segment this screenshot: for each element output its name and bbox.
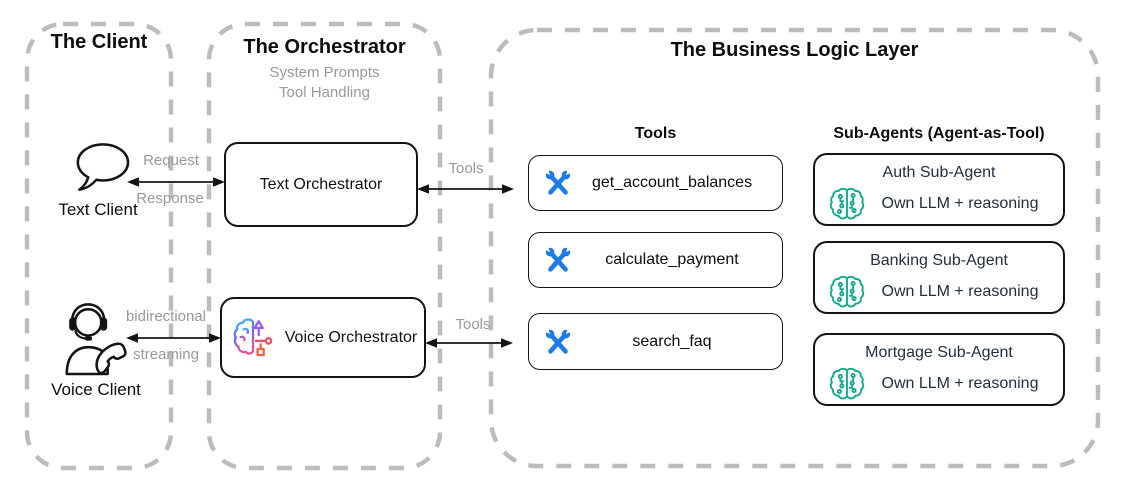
tool-label: get_account_balances (591, 174, 753, 191)
brain-circuit-icon (829, 367, 865, 401)
subagent-title: Auth Sub-Agent (882, 164, 996, 181)
orchestrator-subtitle-line2: Tool Handling (279, 84, 370, 101)
orchestrator-panel-border (206, 21, 443, 471)
tools-bottom-label: Tools (455, 316, 491, 333)
text-orchestrator-label: Text Orchestrator (259, 175, 383, 193)
request-label: Request (143, 152, 199, 169)
tool-box-calculate-payment: calculate_payment (528, 232, 783, 288)
voice-orchestrator-label: Voice Orchestrator (284, 328, 418, 346)
business-panel-title: The Business Logic Layer (670, 39, 919, 61)
subagent-subtitle: Own LLM + reasoning (881, 282, 1039, 300)
client-panel-border (24, 21, 174, 471)
tools-arrow-top (417, 184, 514, 194)
bidirectional-label: bidirectional (125, 308, 207, 325)
text-client-label: Text Client (58, 200, 138, 219)
tool-box-search-faq: search_faq (528, 313, 783, 370)
speech-bubble-icon (70, 140, 132, 196)
orchestrator-panel-title: The Orchestrator (243, 36, 406, 58)
bidirectional-streaming-arrow (126, 333, 221, 343)
tool-box-get-account-balances: get_account_balances (528, 155, 783, 211)
subagent-title: Banking Sub-Agent (870, 252, 1008, 269)
response-label: Response (136, 190, 204, 207)
subagent-subtitle: Own LLM + reasoning (881, 374, 1039, 392)
client-panel-title: The Client (50, 31, 148, 53)
ai-brain-circuit-gradient-icon (231, 316, 275, 360)
orchestrator-subtitle-line1: System Prompts (269, 64, 380, 81)
subagents-column-heading: Sub-Agents (Agent-as-Tool) (833, 125, 1045, 142)
headset-person-phone-icon (58, 296, 132, 376)
crossed-tools-icon (544, 168, 572, 198)
crossed-tools-icon (544, 326, 572, 357)
subagent-box-auth: Auth Sub-Agent Own LLM + reasoning (813, 153, 1065, 226)
subagent-subtitle: Own LLM + reasoning (881, 194, 1039, 212)
tools-column-heading: Tools (634, 125, 677, 142)
voice-orchestrator-box: Voice Orchestrator (220, 297, 426, 378)
tool-label: calculate_payment (605, 251, 739, 268)
text-orchestrator-box: Text Orchestrator (224, 142, 418, 227)
tools-top-label: Tools (448, 160, 484, 177)
business-panel-border (488, 27, 1101, 469)
streaming-label: streaming (133, 346, 199, 363)
tools-arrow-bottom (425, 338, 513, 348)
subagent-title: Mortgage Sub-Agent (865, 344, 1013, 361)
brain-circuit-icon (829, 275, 865, 309)
request-response-arrow (127, 177, 225, 187)
tool-label: search_faq (632, 332, 712, 350)
subagent-box-mortgage: Mortgage Sub-Agent Own LLM + reasoning (813, 333, 1065, 406)
voice-client-label: Voice Client (51, 380, 141, 399)
brain-circuit-icon (829, 187, 865, 221)
subagent-box-banking: Banking Sub-Agent Own LLM + reasoning (813, 241, 1065, 314)
crossed-tools-icon (544, 245, 572, 275)
